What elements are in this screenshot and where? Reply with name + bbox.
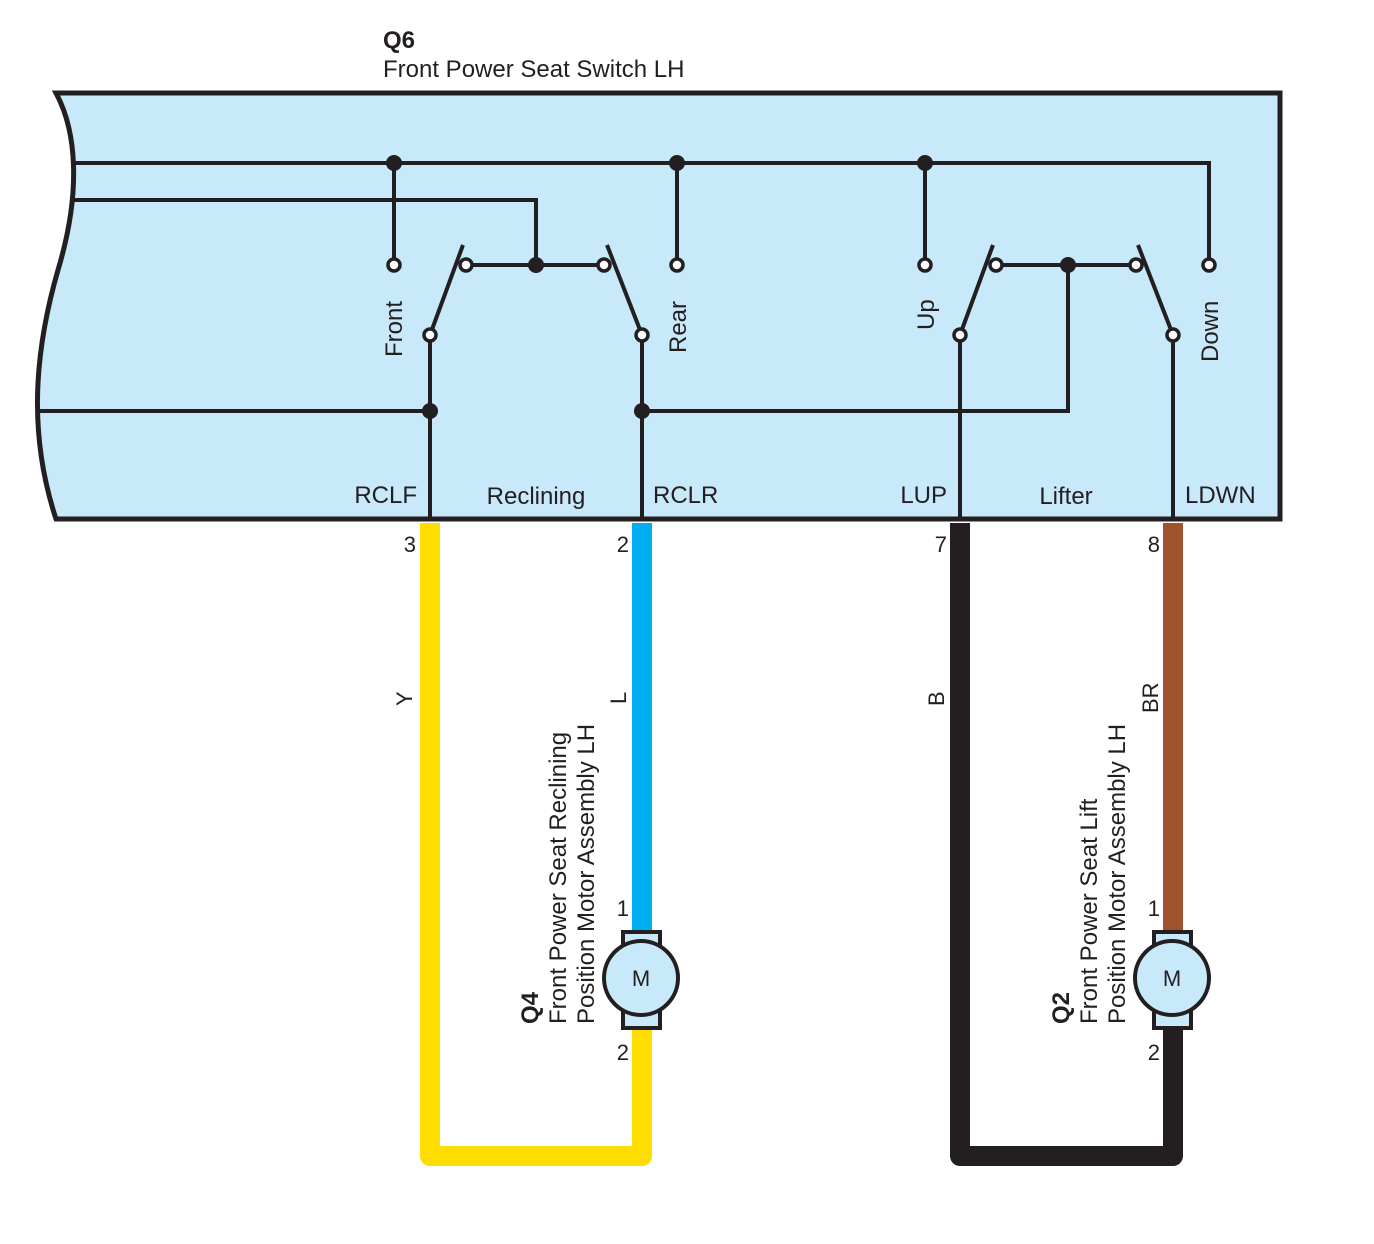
motor-q4-pin-top: 1 <box>617 896 629 921</box>
switch-blade-down <box>1136 244 1175 336</box>
motor-q2-name-line1: Front Power Seat Lift <box>1076 798 1103 1024</box>
switch-blade-rear <box>605 244 644 336</box>
wire-code-br: BR <box>1138 682 1163 713</box>
junction-dots <box>386 155 1076 419</box>
pin-rclr: 2 <box>617 532 629 557</box>
external-wires <box>420 523 1183 1166</box>
switch-box <box>34 90 1283 522</box>
pin-rclf: 3 <box>404 532 416 557</box>
motor-q2-name-line2: Position Motor Assembly LH <box>1104 724 1131 1024</box>
label-up: Up <box>913 299 940 330</box>
motor-q4-name-line2: Position Motor Assembly LH <box>573 724 600 1024</box>
motor-q4-name-line1: Front Power Seat Reclining <box>545 732 572 1024</box>
wire-code-b: B <box>924 691 949 706</box>
motor-q4-body <box>602 939 680 1017</box>
group-reclining: Reclining <box>487 483 586 510</box>
motor-q2-pin-top: 1 <box>1148 896 1160 921</box>
wire-code-y: Y <box>392 691 417 706</box>
switch-name: Front Power Seat Switch LH <box>383 56 684 83</box>
terminal-rclr: RCLR <box>653 482 718 509</box>
motor-q2-pin-bottom: 2 <box>1148 1040 1160 1065</box>
switch-blade-up <box>958 244 995 336</box>
pin-lup: 7 <box>935 532 947 557</box>
terminal-rclf: RCLF <box>354 482 417 509</box>
group-lifter: Lifter <box>1039 483 1092 510</box>
wire-b <box>950 523 1183 1166</box>
terminal-lup: LUP <box>900 482 947 509</box>
pin-ldwn: 8 <box>1148 532 1160 557</box>
label-front: Front <box>381 301 408 357</box>
switch-code: Q6 <box>383 27 415 54</box>
motor-q2-body <box>1133 939 1211 1017</box>
motor-q4-code: Q4 <box>517 991 544 1024</box>
switch-contacts <box>386 257 1217 343</box>
terminal-ldwn: LDWN <box>1185 482 1256 509</box>
switch-blade-front <box>428 244 465 336</box>
motor-q4-pin-bottom: 2 <box>617 1040 629 1065</box>
motor-q4: M <box>602 930 680 1030</box>
wire-code-l: L <box>606 692 631 704</box>
motor-q4-symbol: M <box>632 966 650 991</box>
internal-wiring <box>40 161 1211 519</box>
label-rear: Rear <box>665 301 692 353</box>
label-down: Down <box>1197 301 1224 362</box>
wire-y <box>420 523 652 1166</box>
motor-q2-symbol: M <box>1163 966 1181 991</box>
motor-q2-code: Q2 <box>1048 992 1075 1024</box>
motor-q2: M <box>1133 930 1211 1030</box>
